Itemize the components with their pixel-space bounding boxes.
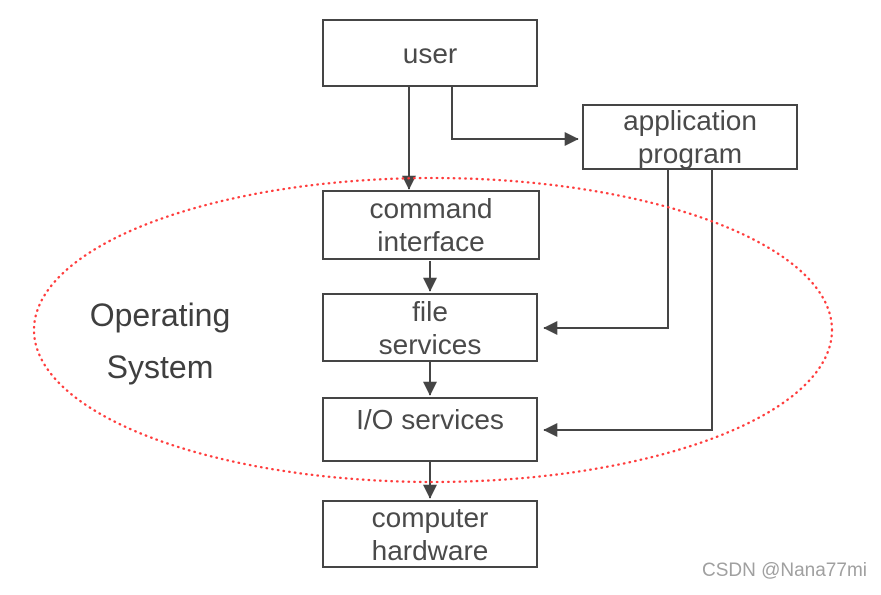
csdn-watermark: CSDN @Nana77mi: [701, 560, 867, 581]
node-user-label: user: [402, 37, 458, 69]
node-command-interface: command interface: [322, 190, 540, 260]
node-command-interface-label-line1: command: [369, 193, 493, 224]
operating-system-boundary-ellipse: [32, 176, 834, 484]
node-computer-hardware-label-line1: computer: [371, 502, 489, 533]
operating-system-region-label-line1: Operating: [89, 297, 231, 333]
operating-system-region-label: Operating System: [48, 289, 272, 393]
node-file-services-label-line2: services: [378, 328, 482, 360]
node-io-services-label: I/O services: [356, 404, 504, 435]
operating-system-region-label-line2: System: [106, 349, 214, 385]
edge-application-program-to-io-services: [543, 170, 713, 437]
edge-user-to-application-program: [451, 87, 579, 146]
node-application-program: application program: [582, 104, 798, 170]
node-application-program-label-line2: program: [637, 138, 743, 169]
node-file-services: file services: [322, 293, 538, 362]
node-file-services-label-line1: file: [412, 295, 448, 327]
node-command-interface-label-line2: interface: [377, 226, 485, 257]
node-computer-hardware: computer hardware: [322, 500, 538, 568]
node-user: user: [322, 19, 538, 87]
node-computer-hardware-label-line2: hardware: [371, 535, 489, 566]
edge-application-program-to-file-services: [543, 170, 669, 335]
node-application-program-label-line1: application: [623, 105, 757, 136]
node-io-services: I/O services: [322, 397, 538, 462]
connector-lines: [402, 87, 713, 499]
